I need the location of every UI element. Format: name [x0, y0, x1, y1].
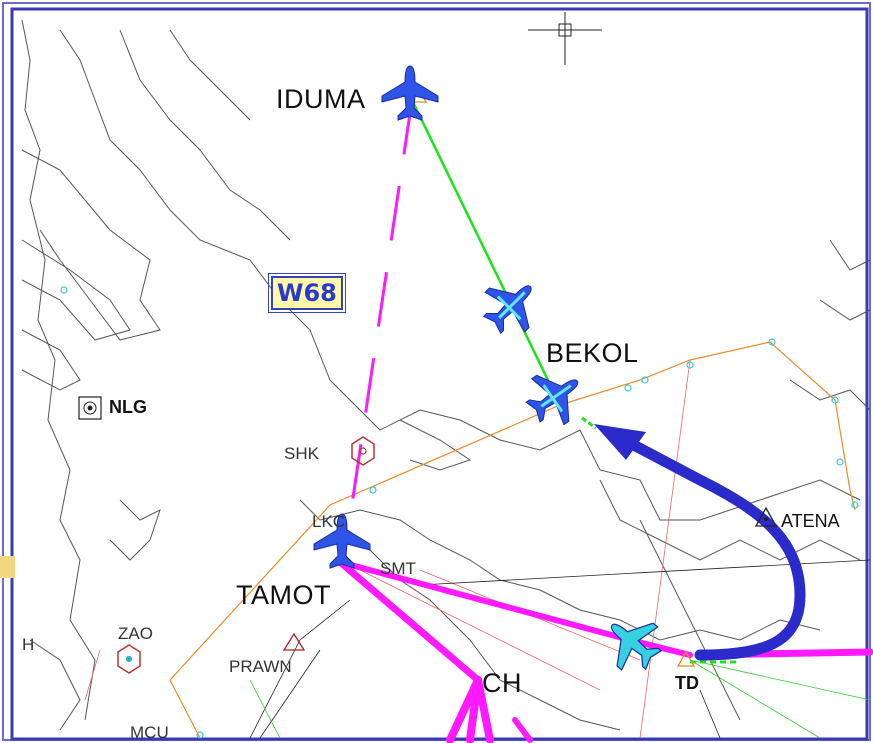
arrow-head-icon	[594, 424, 646, 460]
aircraft-icon[interactable]	[472, 267, 550, 345]
vor-hexagon-icon	[117, 644, 141, 674]
airway-label-w68[interactable]: W68	[268, 273, 346, 313]
aircraft-icon[interactable]	[517, 358, 593, 435]
coastline	[21, 19, 871, 731]
aircraft-icon[interactable]	[381, 65, 439, 121]
green-sector-lines	[249, 659, 871, 739]
vor-zao[interactable]	[117, 644, 141, 674]
waypoint-label-lkc[interactable]: LKC	[312, 512, 346, 531]
waypoint-triangle-icon[interactable]	[282, 632, 306, 651]
waypoint-label-ch[interactable]: CH	[482, 668, 522, 698]
waypoint-label-smt[interactable]: SMT	[380, 559, 416, 578]
ndb-square-icon	[78, 396, 102, 420]
waypoint-label-prawn[interactable]: PRAWN	[229, 657, 292, 676]
aircraft-icon[interactable]	[594, 604, 671, 682]
vor-label-zao[interactable]: ZAO	[118, 624, 153, 643]
waypoint-label-tamot[interactable]: TAMOT	[236, 580, 331, 610]
waypoint-triangle-icon[interactable]	[754, 506, 778, 527]
map-inner-frame	[10, 7, 869, 741]
airway-lines	[249, 559, 871, 739]
waypoint-label-iduma[interactable]: IDUMA	[276, 84, 366, 114]
magenta-routes	[336, 558, 873, 743]
boundary-nodes	[60, 286, 859, 739]
heading-vector-arrow	[622, 436, 806, 661]
crosshair-icon	[528, 12, 602, 65]
ndb-label-nlg[interactable]: NLG	[109, 397, 147, 417]
vor-shk[interactable]	[351, 436, 375, 466]
aircraft-icon[interactable]	[313, 513, 371, 569]
waypoint-label-mcu[interactable]: MCU	[130, 723, 169, 742]
waypoint-dot	[764, 517, 768, 521]
waypoint-label-bekol[interactable]: BEKOL	[546, 338, 639, 368]
green-route	[410, 99, 562, 406]
vor-hexagon-icon	[351, 436, 375, 466]
edge-tab	[0, 556, 15, 578]
green-route-dash	[581, 416, 597, 430]
waypoint-label-atena[interactable]: ATENA	[781, 511, 840, 531]
waypoint-label-td[interactable]: TD	[675, 673, 699, 693]
w68-airway-route	[344, 99, 414, 546]
waypoint-label-h[interactable]: H	[22, 635, 35, 654]
restricted-lines	[84, 359, 691, 739]
waypoint-triangle-icon[interactable]	[676, 650, 696, 667]
vor-label-shk[interactable]: SHK	[284, 444, 319, 463]
ndb-nlg[interactable]	[78, 396, 102, 420]
